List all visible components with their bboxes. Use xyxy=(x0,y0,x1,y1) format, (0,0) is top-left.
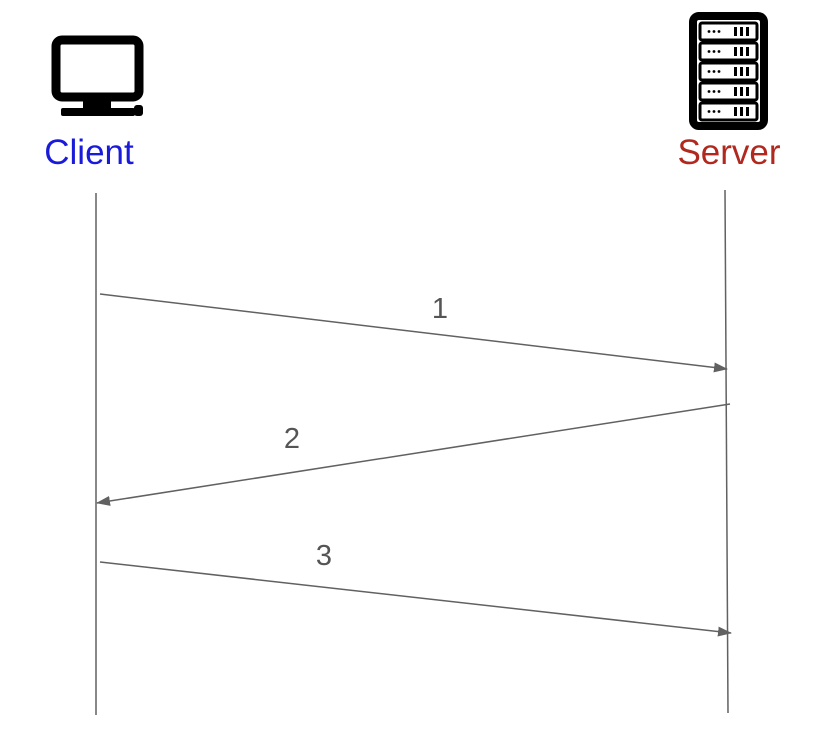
rack-bar xyxy=(740,67,743,76)
rack-bar xyxy=(746,47,749,56)
message-label-3: 3 xyxy=(316,540,332,572)
rack-indicator-dot xyxy=(707,70,711,73)
rack-indicator-dot xyxy=(712,110,716,113)
server-rack-icon xyxy=(689,12,768,130)
rack-unit xyxy=(698,81,759,102)
rack-indicator-dot xyxy=(707,110,711,113)
rack-unit xyxy=(698,41,759,62)
rack-indicator-dot xyxy=(712,30,716,33)
rack-unit xyxy=(698,21,759,42)
rack-indicator-dot xyxy=(717,50,721,53)
message-label-1: 1 xyxy=(432,293,448,325)
rack-indicator-dot xyxy=(717,70,721,73)
rack-bar xyxy=(740,47,743,56)
rack-bar xyxy=(734,87,737,96)
client-label: Client xyxy=(44,133,134,172)
rack-indicator-dot xyxy=(712,90,716,93)
rack-indicator-dot xyxy=(717,30,721,33)
message-arrow-1 xyxy=(99,293,728,373)
message-label-2: 2 xyxy=(284,423,300,455)
rack-bar xyxy=(746,27,749,36)
server-label: Server xyxy=(677,133,780,172)
rack-bar xyxy=(734,67,737,76)
desktop-computer-icon xyxy=(51,35,144,116)
rack-unit xyxy=(698,101,759,122)
rack-indicator-dot xyxy=(707,30,711,33)
rack-indicator-dot xyxy=(707,90,711,93)
rack-bar xyxy=(746,107,749,116)
rack-bar xyxy=(734,107,737,116)
rack-indicator-dot xyxy=(712,70,716,73)
rack-bar xyxy=(740,87,743,96)
rack-unit xyxy=(698,61,759,82)
rack-indicator-dot xyxy=(712,50,716,53)
rack-indicator-dot xyxy=(717,110,721,113)
rack-bar xyxy=(746,67,749,76)
rack-bar xyxy=(734,47,737,56)
rack-bar xyxy=(734,27,737,36)
rack-bar xyxy=(740,27,743,36)
message-arrow-2 xyxy=(96,403,731,506)
server-lifeline xyxy=(724,189,729,714)
message-arrow-3 xyxy=(99,561,732,637)
rack-bar xyxy=(746,87,749,96)
rack-bar xyxy=(740,107,743,116)
rack-indicator-dot xyxy=(717,90,721,93)
rack-indicator-dot xyxy=(707,50,711,53)
